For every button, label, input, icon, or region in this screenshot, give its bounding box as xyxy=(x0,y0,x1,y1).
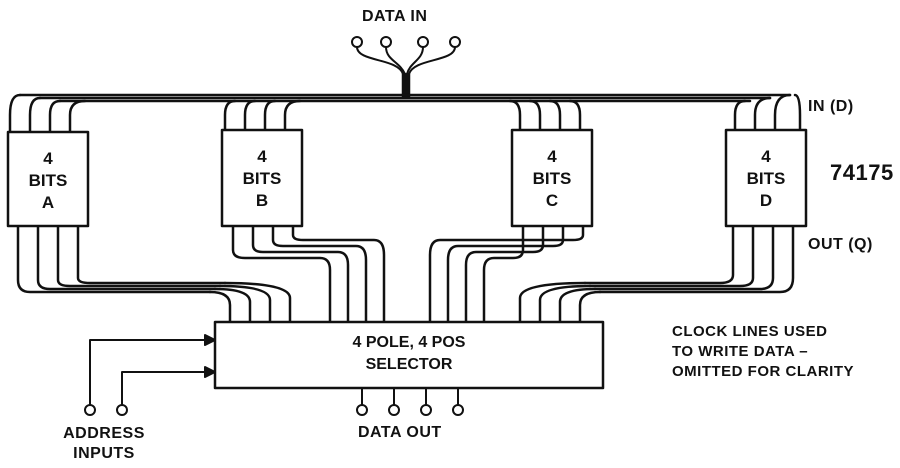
register-d-box xyxy=(724,128,808,228)
register-b-label: 4 BITS B xyxy=(242,147,282,210)
register-d-wiring xyxy=(583,93,802,294)
register-b-wiring xyxy=(223,99,386,324)
selector-label: 4 POLE, 4 POS SELECTOR xyxy=(352,334,466,373)
data-out-label: DATA OUT xyxy=(358,424,442,441)
in-bus xyxy=(18,93,792,103)
register-b-box xyxy=(220,128,304,228)
chip-label: 74175 xyxy=(830,160,894,185)
address-wiring xyxy=(84,334,216,416)
clock-note: CLOCK LINES USED TO WRITE DATA – OMITTED… xyxy=(672,323,854,380)
register-a-wiring xyxy=(8,93,227,294)
register-c-label: 4 BITS C xyxy=(532,147,572,210)
address-inputs-label: ADDRESS INPUTS xyxy=(63,425,145,462)
data-out-terminals xyxy=(356,387,464,416)
register-d-label: 4 BITS D xyxy=(746,147,786,210)
selector-inputs-a xyxy=(208,281,292,324)
data-in-terminals xyxy=(351,36,461,99)
out-q-label: OUT (Q) xyxy=(808,236,873,253)
in-d-label: IN (D) xyxy=(808,98,854,115)
selector-inputs-d xyxy=(518,281,602,324)
register-a-box xyxy=(6,130,90,228)
data-in-label: DATA IN xyxy=(362,8,428,25)
selector-box xyxy=(213,320,605,390)
register-c-box xyxy=(510,128,594,228)
register-c-wiring xyxy=(428,99,585,324)
register-a-label: 4 BITS A xyxy=(28,149,68,212)
